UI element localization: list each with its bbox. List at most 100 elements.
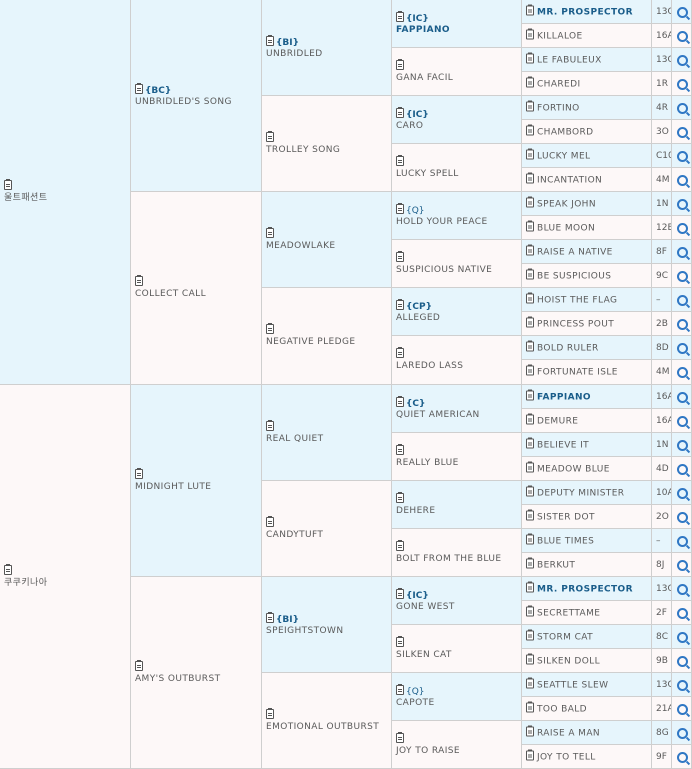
horse-name-link[interactable]: KILLALOE: [537, 31, 583, 41]
search-icon[interactable]: [676, 318, 688, 330]
search-icon[interactable]: [676, 78, 688, 90]
search-icon[interactable]: [676, 174, 688, 186]
clipboard-icon[interactable]: [396, 250, 404, 262]
clipboard-icon[interactable]: [526, 316, 534, 327]
clipboard-icon[interactable]: [266, 707, 274, 719]
search-icon[interactable]: [676, 30, 688, 42]
clipboard-icon[interactable]: [396, 106, 404, 118]
horse-name-link[interactable]: BLUE MOON: [537, 223, 596, 233]
clipboard-icon[interactable]: [266, 611, 274, 623]
horse-name-link[interactable]: AMY'S OUTBURST: [135, 673, 221, 684]
horse-name-link[interactable]: TROLLEY SONG: [266, 144, 341, 155]
horse-name-link[interactable]: SISTER DOT: [537, 512, 595, 522]
horse-name-link[interactable]: BOLD RULER: [537, 343, 599, 353]
clipboard-icon[interactable]: [396, 154, 404, 166]
horse-name-link[interactable]: FAPPIANO: [537, 392, 591, 402]
search-icon[interactable]: [676, 222, 688, 234]
horse-name-link[interactable]: BOLT FROM THE BLUE: [396, 553, 502, 564]
clipboard-icon[interactable]: [266, 515, 274, 527]
horse-name-link[interactable]: FORTUNATE ISLE: [537, 367, 618, 378]
clipboard-icon[interactable]: [526, 725, 534, 736]
search-icon[interactable]: [676, 727, 688, 739]
horse-name-link[interactable]: CARO: [396, 120, 424, 131]
horse-name-link[interactable]: EMOTIONAL OUTBURST: [266, 721, 380, 732]
clipboard-icon[interactable]: [135, 82, 143, 94]
clipboard-icon[interactable]: [526, 389, 534, 400]
search-icon[interactable]: [676, 54, 688, 66]
horse-name-link[interactable]: BLUE TIMES: [537, 536, 595, 546]
search-icon[interactable]: [676, 535, 688, 547]
horse-name-link[interactable]: CHAMBORD: [537, 127, 594, 137]
search-icon[interactable]: [676, 367, 688, 378]
clipboard-icon[interactable]: [526, 52, 534, 63]
clipboard-icon[interactable]: [526, 437, 534, 448]
search-icon[interactable]: [676, 751, 688, 763]
clipboard-icon[interactable]: [135, 275, 143, 286]
horse-name-link[interactable]: GONE WEST: [396, 601, 455, 612]
clipboard-icon[interactable]: [526, 124, 534, 135]
clipboard-icon[interactable]: [526, 268, 534, 279]
clipboard-icon[interactable]: [526, 485, 534, 496]
search-icon[interactable]: [676, 631, 688, 643]
clipboard-icon[interactable]: [526, 28, 534, 39]
horse-name-link[interactable]: SPEIGHTSTOWN: [266, 625, 344, 636]
horse-name-link[interactable]: NEGATIVE PLEDGE: [266, 337, 356, 347]
clipboard-icon[interactable]: [526, 629, 534, 640]
horse-name-link[interactable]: GANA FACIL: [396, 72, 454, 83]
horse-name-link[interactable]: TOO BALD: [537, 704, 588, 714]
horse-name-link[interactable]: LUCKY SPELL: [396, 168, 459, 179]
horse-name-link[interactable]: FORTINO: [537, 103, 580, 113]
search-icon[interactable]: [676, 487, 688, 499]
clipboard-icon[interactable]: [4, 179, 12, 190]
horse-name-link[interactable]: RAISE A MAN: [537, 728, 601, 738]
horse-name-link[interactable]: SEATTLE SLEW: [537, 680, 609, 690]
clipboard-icon[interactable]: [396, 731, 404, 743]
search-icon[interactable]: [676, 342, 688, 354]
horse-name-link[interactable]: MIDNIGHT LUTE: [135, 481, 212, 492]
search-icon[interactable]: [676, 391, 688, 403]
clipboard-icon[interactable]: [526, 148, 534, 159]
search-icon[interactable]: [676, 294, 688, 306]
horse-name-link[interactable]: BELIEVE IT: [537, 440, 590, 450]
horse-name-link[interactable]: DEMURE: [537, 416, 579, 426]
clipboard-icon[interactable]: [526, 4, 534, 15]
clipboard-icon[interactable]: [4, 563, 12, 575]
clipboard-icon[interactable]: [396, 587, 404, 599]
horse-name-link[interactable]: CAPOTE: [396, 697, 435, 708]
horse-name-link[interactable]: LAREDO LASS: [396, 361, 464, 371]
clipboard-icon[interactable]: [526, 677, 534, 688]
clipboard-icon[interactable]: [266, 419, 274, 431]
search-icon[interactable]: [676, 463, 688, 475]
horse-name-link[interactable]: SECRETTAME: [537, 608, 601, 618]
horse-name-link[interactable]: UNBRIDLED'S SONG: [135, 96, 232, 107]
clipboard-icon[interactable]: [526, 605, 534, 616]
search-icon[interactable]: [676, 583, 688, 595]
search-icon[interactable]: [676, 679, 688, 691]
search-icon[interactable]: [676, 198, 688, 210]
horse-name-link[interactable]: CANDYTUFT: [266, 529, 324, 540]
horse-name-link[interactable]: LE FABULEUX: [537, 55, 602, 65]
clipboard-icon[interactable]: [526, 701, 534, 712]
clipboard-icon[interactable]: [526, 413, 534, 424]
clipboard-icon[interactable]: [526, 292, 534, 303]
clipboard-icon[interactable]: [396, 10, 404, 22]
horse-name-link[interactable]: FAPPIANO: [396, 24, 450, 35]
clipboard-icon[interactable]: [526, 220, 534, 231]
clipboard-icon[interactable]: [526, 364, 534, 376]
clipboard-icon[interactable]: [396, 539, 404, 551]
clipboard-icon[interactable]: [396, 683, 404, 695]
search-icon[interactable]: [676, 607, 688, 619]
horse-name-link[interactable]: ALLEGED: [396, 312, 441, 323]
horse-name-link[interactable]: MEADOWLAKE: [266, 240, 336, 251]
clipboard-icon[interactable]: [396, 58, 404, 70]
horse-name-link[interactable]: SUSPICIOUS NATIVE: [396, 264, 493, 275]
search-icon[interactable]: [676, 439, 688, 451]
clipboard-icon[interactable]: [396, 202, 404, 214]
search-icon[interactable]: [676, 270, 688, 282]
horse-name-link[interactable]: PRINCESS POUT: [537, 319, 615, 329]
horse-name-link[interactable]: 쿠쿠키나아: [4, 577, 48, 588]
search-icon[interactable]: [676, 415, 688, 427]
clipboard-icon[interactable]: [526, 749, 534, 760]
horse-name-link[interactable]: SILKEN DOLL: [537, 656, 601, 666]
search-icon[interactable]: [676, 246, 688, 258]
